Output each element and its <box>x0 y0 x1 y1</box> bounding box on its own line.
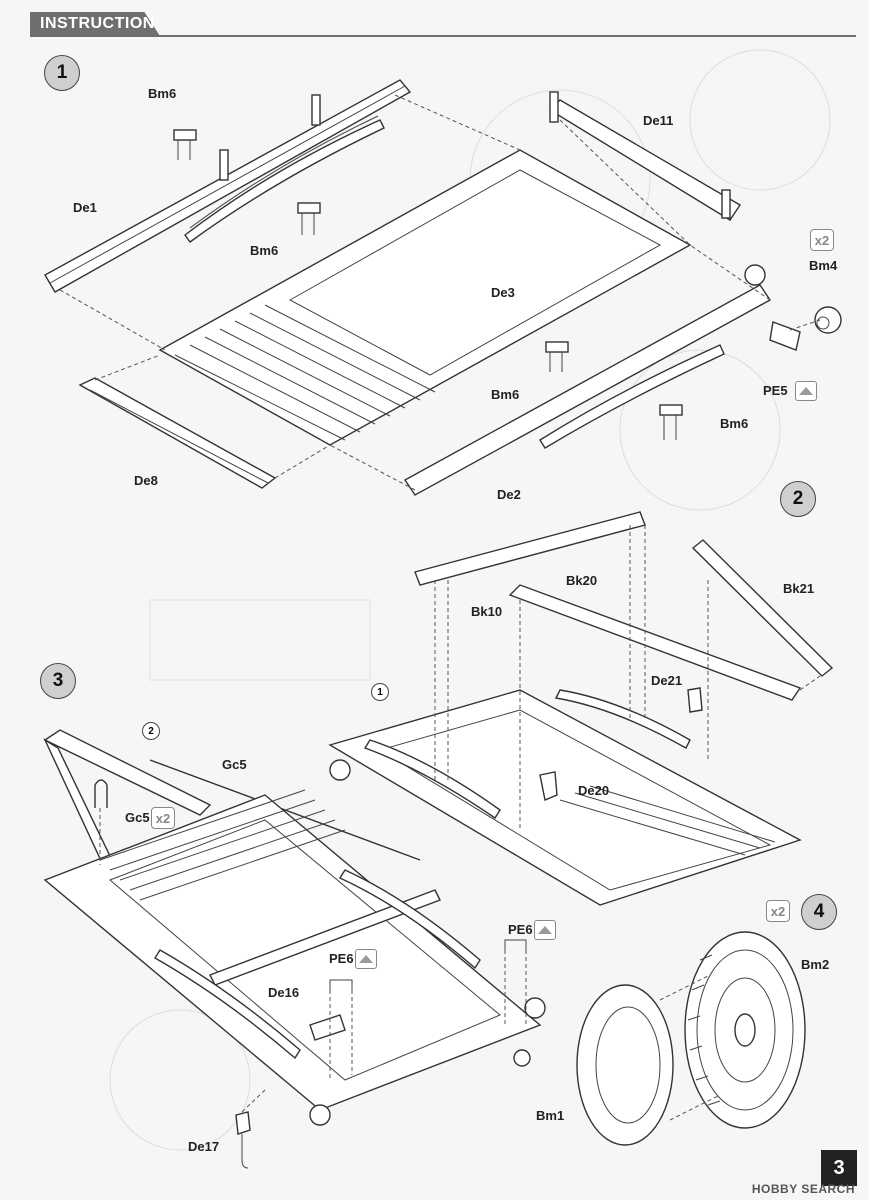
step-number-3: 3 <box>40 663 76 699</box>
part-pe5 <box>769 321 801 351</box>
step2-drawing <box>328 511 834 906</box>
label-pe6-right: PE6 <box>508 922 533 937</box>
step1-drawing <box>44 79 842 496</box>
step-number-1: 1 <box>44 55 80 91</box>
label-bk21: Bk21 <box>783 581 815 596</box>
part-de20 <box>539 771 558 801</box>
part-de21 <box>687 687 703 713</box>
subassembly-ref-2: 2 <box>142 722 160 740</box>
leaf-spring-left <box>184 119 385 243</box>
frame-body <box>158 149 692 446</box>
label-de20: De20 <box>578 783 610 798</box>
label-bk10: Bk10 <box>471 604 503 619</box>
label-bm6-left: Bm6 <box>250 243 279 258</box>
part-de17 <box>235 1111 251 1135</box>
part-bm1 <box>576 984 674 1146</box>
label-bm6-top: Bm6 <box>148 86 177 101</box>
aframe-left <box>43 729 212 816</box>
part-bk21 <box>691 539 834 677</box>
frame-step2 <box>328 689 802 906</box>
leaf-spring-right <box>539 344 725 449</box>
label-de8: De8 <box>134 473 158 488</box>
quantity-badge-bm4: x2 <box>810 229 834 251</box>
page-title: INSTRUCTION <box>40 15 155 32</box>
label-de21: De21 <box>651 673 683 688</box>
label-de3: De3 <box>491 285 515 300</box>
part-bk20 <box>508 584 802 701</box>
part-bk10 <box>414 511 646 586</box>
label-bm4: Bm4 <box>809 258 838 273</box>
label-de17: De17 <box>188 1139 220 1154</box>
step3-drawing <box>43 729 546 1169</box>
subassembly-ref-1: 1 <box>371 683 389 701</box>
quantity-badge-wheel: x2 <box>766 900 790 922</box>
photo-etch-icon-pe6-right <box>534 920 556 940</box>
header-bar <box>30 12 160 36</box>
label-de16: De16 <box>268 985 300 1000</box>
part-bm6-group <box>173 129 683 440</box>
header-rule <box>30 35 856 37</box>
part-pe6-a <box>329 979 353 990</box>
label-bm2: Bm2 <box>801 957 830 972</box>
label-bm6-right: Bm6 <box>720 416 749 431</box>
photo-etch-icon-pe6-left <box>355 949 377 969</box>
label-de1: De1 <box>73 200 97 215</box>
label-bk20: Bk20 <box>566 573 598 588</box>
label-bm1: Bm1 <box>536 1108 565 1123</box>
page-number: 3 <box>821 1150 857 1186</box>
step4-drawing <box>576 931 806 1146</box>
label-pe6-left: PE6 <box>329 951 354 966</box>
part-gc5 <box>94 779 108 808</box>
label-bm6-center: Bm6 <box>491 387 520 402</box>
label-gc5-hook: Gc5 <box>125 810 150 825</box>
label-de2: De2 <box>497 487 521 502</box>
label-de11: De11 <box>643 113 674 128</box>
step-number-4: 4 <box>801 894 837 930</box>
step-number-2: 2 <box>780 481 816 517</box>
label-gc5: Gc5 <box>222 757 247 772</box>
label-pe5: PE5 <box>763 383 788 398</box>
quantity-badge-gc5: x2 <box>151 807 175 829</box>
watermark: HOBBY SEARCH <box>751 1182 855 1196</box>
photo-etch-icon-pe5 <box>795 381 817 401</box>
part-de1 <box>44 79 412 293</box>
part-pe6-b <box>504 939 527 950</box>
